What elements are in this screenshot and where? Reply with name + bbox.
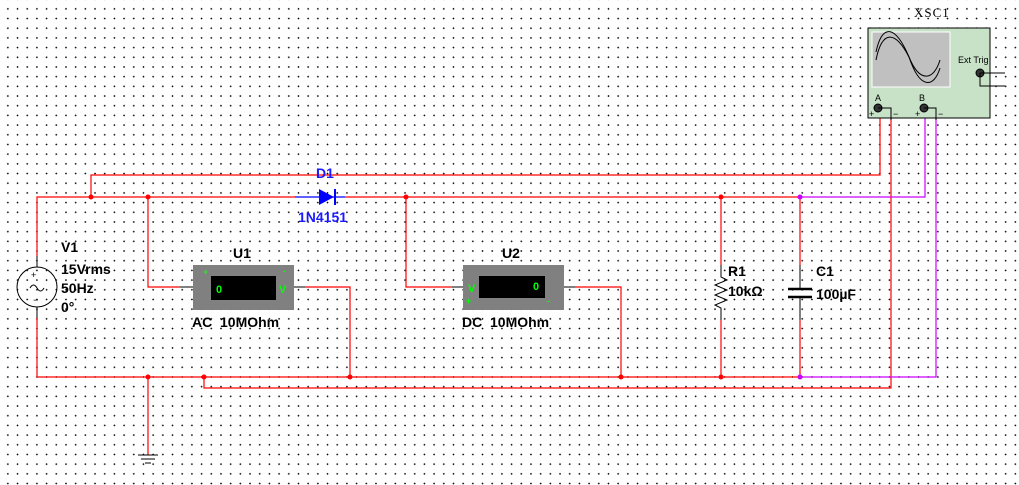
ext-trig-label: Ext Trig bbox=[958, 55, 989, 65]
wire-u1-minus[interactable] bbox=[305, 286, 351, 377]
wires bbox=[36, 110, 892, 455]
wire-probe-a-minus[interactable] bbox=[203, 110, 892, 389]
ground-icon[interactable] bbox=[138, 454, 158, 464]
v1-voltage: 15Vrms bbox=[61, 261, 111, 277]
multimeter-u1[interactable]: 0 V + - bbox=[180, 265, 305, 310]
junctions bbox=[88, 194, 803, 380]
wire-u2-plus[interactable] bbox=[405, 197, 452, 288]
channel-b-label: B bbox=[919, 93, 925, 103]
u1-plus: + bbox=[203, 267, 208, 277]
wire-probe-b[interactable] bbox=[800, 110, 926, 198]
wire-probe-b-minus[interactable] bbox=[800, 110, 937, 378]
v1-frequency: 50Hz bbox=[61, 280, 94, 296]
r1-value: 10kΩ bbox=[728, 283, 763, 299]
u2-minus: - bbox=[547, 296, 550, 306]
plus-sign: + bbox=[31, 270, 36, 280]
channel-a-plus: + bbox=[869, 109, 874, 119]
wire-u1-plus[interactable] bbox=[147, 197, 180, 288]
minus-sign: − bbox=[33, 295, 38, 305]
channel-b-minus: − bbox=[938, 109, 943, 119]
sine-icon bbox=[29, 284, 45, 292]
u2-unit: V bbox=[468, 283, 476, 295]
diode-d1[interactable] bbox=[295, 189, 345, 205]
ac-voltage-source-v1[interactable]: + − bbox=[16, 256, 58, 318]
capacitor-c1[interactable] bbox=[788, 265, 812, 320]
u1-unit: V bbox=[279, 284, 287, 296]
c1-value: 100µF bbox=[816, 286, 856, 302]
wire-bottom-main[interactable] bbox=[36, 318, 800, 378]
channel-a-minus: − bbox=[893, 109, 898, 119]
channel-a-label: A bbox=[875, 93, 881, 103]
u2-mode: DC 10MOhm bbox=[462, 314, 549, 330]
wire-probe-a[interactable] bbox=[90, 110, 881, 197]
r1-ref: R1 bbox=[728, 263, 746, 279]
u2-ref: U2 bbox=[502, 245, 520, 261]
oscilloscope-xsc1[interactable]: Ext Trig A B + − + − bbox=[867, 27, 1005, 120]
multimeter-u2[interactable]: 0 V + - bbox=[452, 265, 575, 310]
d1-model: 1N4151 bbox=[298, 209, 347, 225]
resistor-r1[interactable] bbox=[713, 265, 729, 320]
u1-reading: 0 bbox=[216, 284, 222, 296]
wire-u2-minus[interactable] bbox=[575, 286, 622, 377]
d1-ref: D1 bbox=[316, 165, 334, 181]
v1-phase: 0° bbox=[61, 299, 74, 315]
xsc1-ref: XSC1 bbox=[914, 5, 950, 20]
u2-plus: + bbox=[466, 296, 471, 306]
v1-ref: V1 bbox=[61, 239, 78, 255]
c1-ref: C1 bbox=[816, 263, 834, 279]
u1-ref: U1 bbox=[233, 245, 251, 261]
u1-mode: AC 10MOhm bbox=[192, 314, 279, 330]
wire-top-main[interactable] bbox=[36, 196, 295, 256]
u1-minus: - bbox=[283, 266, 286, 276]
channel-b-plus: + bbox=[915, 109, 920, 119]
u2-reading: 0 bbox=[533, 281, 539, 293]
